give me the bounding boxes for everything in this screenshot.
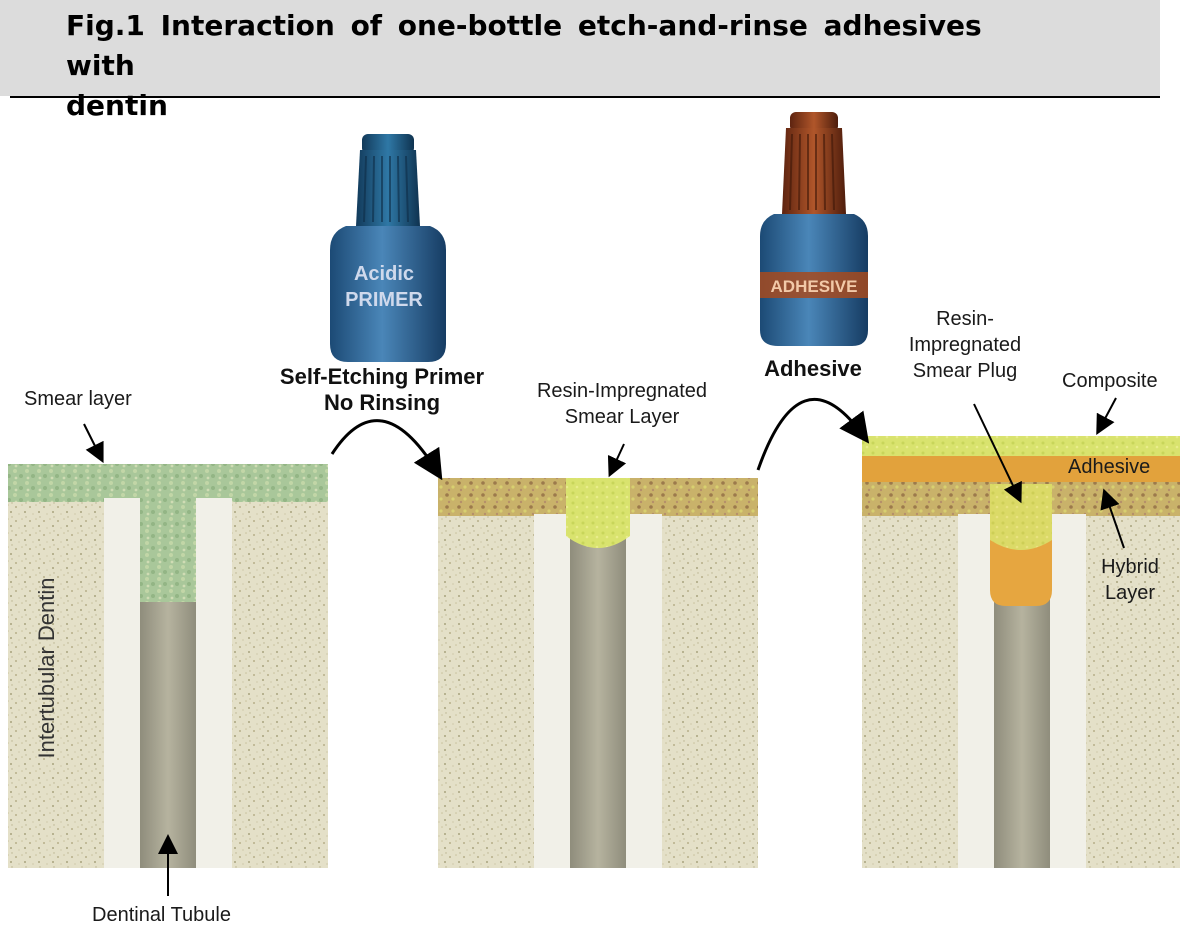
tubule-wall-right (196, 498, 232, 868)
curved-arrow-2 (756, 397, 870, 471)
composite-pointer (1096, 397, 1117, 436)
composite-band (862, 436, 1180, 458)
panel-resin-smear (438, 478, 758, 868)
adhesive-layer-label: Adhesive (1068, 456, 1151, 478)
resin-smear-plug-line1: Resin- (936, 308, 994, 330)
step2-label: Adhesive (764, 356, 862, 381)
resin-smear-layer-line1: Resin-Impregnated (536, 380, 708, 402)
primer-bottle-line1: Acidic (354, 263, 414, 285)
tubule-wall-left-2 (534, 514, 570, 868)
curved-arrow-1 (330, 419, 443, 481)
tubule-wall-right-3 (1050, 514, 1086, 868)
smear-plug (140, 498, 196, 602)
intertubular-dentin-label: Intertubular Dentin (34, 578, 59, 759)
step1-line2: No Rinsing (323, 390, 441, 415)
adhesive-band (862, 456, 1180, 484)
hybrid-layer-label: Hybrid Layer (1090, 554, 1170, 606)
resin-smear-layer-label: Resin-Impregnated Smear Layer (512, 378, 732, 430)
primer-bottle: Acidic PRIMER (330, 134, 446, 362)
caption-line-1: Fig.1 Interaction of one-bottle etch-and… (66, 9, 982, 82)
resin-smear-plug-label: Resin- Impregnated Smear Plug (900, 306, 1030, 384)
step1-line1: Self-Etching Primer (279, 364, 485, 389)
panel-smear-layer (8, 464, 328, 868)
resin-smear-layer-line2: Smear Layer (564, 406, 680, 428)
resin-smear-plug-line2: Impregnated (908, 334, 1022, 356)
dentinal-tubule-2 (570, 514, 626, 868)
adhesive-bottle: ADHESIVE (760, 112, 868, 346)
hybrid-layer-line2: Layer (1104, 582, 1156, 604)
smear-layer-pointer (83, 423, 104, 464)
resin-plug-top (990, 484, 1052, 550)
figure-caption: Fig.1 Interaction of one-bottle etch-and… (66, 6, 1066, 126)
caption-bar (0, 0, 1160, 96)
resin-smear-pointer (607, 443, 627, 478)
composite-label: Composite (1062, 370, 1158, 392)
hybrid-layer-line1: Hybrid (1101, 556, 1159, 578)
tubule-wall-left-3 (958, 514, 994, 868)
resin-plug-2 (566, 478, 630, 548)
adhesive-bottle-text: ADHESIVE (771, 277, 858, 296)
dentinal-tubule-label: Dentinal Tubule (92, 904, 231, 926)
hybrid-layer-pointer (1100, 488, 1125, 549)
step1-label: Self-Etching Primer No Rinsing (262, 364, 502, 416)
panel-hybrid (862, 436, 1180, 868)
smear-layer-label: Smear layer (24, 388, 132, 410)
smear-layer-band (8, 464, 328, 502)
resin-smear-plug-line3: Smear Plug (912, 360, 1018, 382)
tubule-wall-left (104, 498, 140, 868)
smear-plug-pointer (973, 403, 1022, 504)
caption-rule (10, 96, 1160, 98)
caption-line-2: dentin (66, 89, 168, 122)
primer-bottle-line2: PRIMER (345, 289, 423, 311)
tubule-wall-right-2 (626, 514, 662, 868)
